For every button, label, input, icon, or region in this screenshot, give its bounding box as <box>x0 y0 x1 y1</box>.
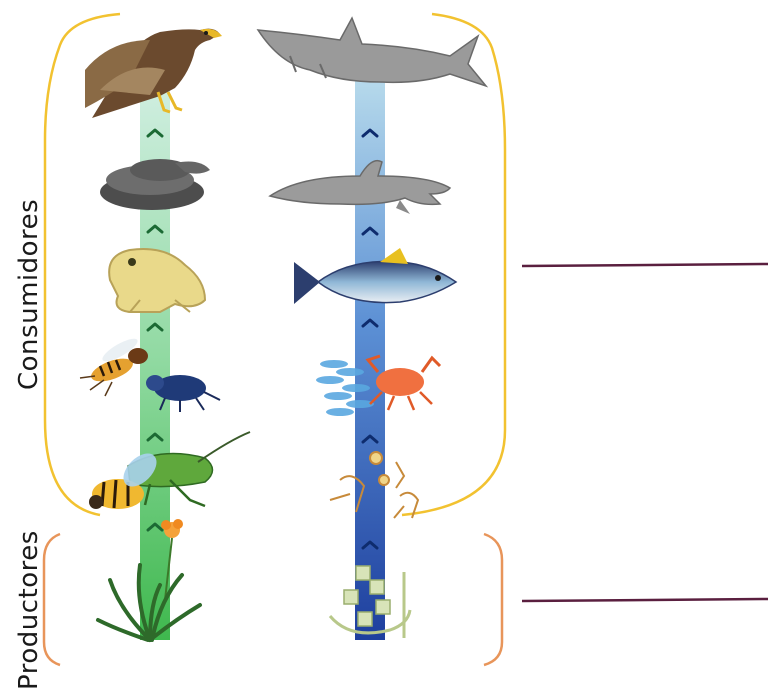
wasp-icon <box>80 335 148 396</box>
producers-label: Productores <box>14 530 44 690</box>
answer-line-producers[interactable] <box>522 599 768 601</box>
shark-icon <box>258 18 486 86</box>
toad-icon <box>109 249 205 312</box>
snake-icon <box>100 159 210 210</box>
consumers-label: Consumidores <box>14 199 44 390</box>
ocean-energy-column <box>355 72 385 640</box>
answer-line-consumers[interactable] <box>522 264 768 266</box>
producers-bracket-right <box>484 534 502 665</box>
producers-bracket-left <box>44 534 60 665</box>
